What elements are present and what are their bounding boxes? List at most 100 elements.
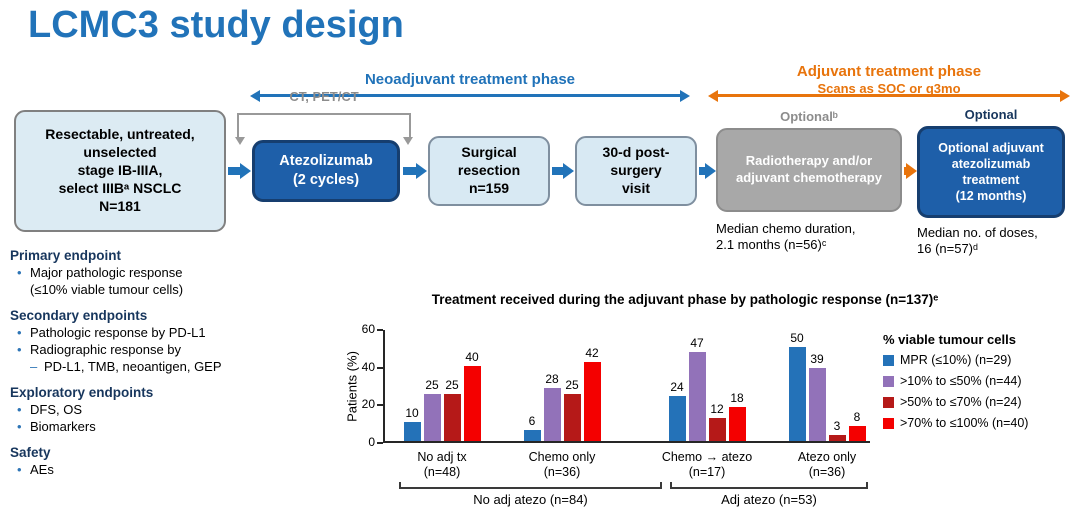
bar-value-label: 47 — [690, 336, 704, 351]
neoadjuvant-phase-arrow — [260, 94, 680, 97]
bar-value-label: 42 — [585, 345, 599, 360]
endpoint-heading: Exploratory endpoints — [10, 385, 154, 400]
flow-arrow-5-icon — [904, 163, 917, 179]
endpoint-bullet: • Pathologic response by PD-L1 — [10, 324, 338, 341]
bar-value-label: 25 — [565, 377, 579, 392]
endpoint-text: Pathologic response by PD-L1 — [30, 325, 206, 340]
endpoint-text: Major pathologic response — [30, 265, 183, 280]
endpoint-bullet: • DFS, OS — [10, 401, 338, 418]
y-tick-label: 40 — [361, 359, 375, 374]
bullet-icon: • — [17, 419, 22, 434]
dash-icon: – — [30, 359, 38, 374]
group-bracket-icon — [670, 482, 868, 489]
legend-swatch-icon — [883, 396, 894, 408]
bar-value-label: 40 — [465, 349, 479, 364]
bar — [828, 435, 846, 441]
legend-title: % viable tumour cells — [883, 332, 1016, 347]
bar — [708, 418, 726, 441]
optional-atezolizumab-label: Optional — [964, 107, 1018, 122]
y-tick-label: 20 — [361, 397, 375, 412]
chart-legend: % viable tumour cells MPR (≤10%) (n=29) >… — [883, 332, 1080, 437]
legend-label: >70% to ≤100% (n=40) — [900, 416, 1029, 430]
group-bracket-label: No adj atezo (n=84) — [473, 492, 588, 507]
flow-box-adjuvant-atezolizumab: Optional adjuvant atezolizumab treatment… — [917, 126, 1065, 218]
endpoints-list: Primary endpoint•Major pathologic respon… — [10, 247, 338, 478]
bar — [563, 393, 581, 441]
bullet-icon: • — [17, 402, 22, 417]
bar-value-label: 12 — [710, 402, 724, 417]
bar — [788, 346, 806, 441]
legend-entry: MPR (≤10%) (n=29) — [883, 353, 1080, 367]
bar — [583, 361, 601, 441]
y-tick-label: 0 — [368, 435, 375, 449]
bar — [728, 407, 746, 441]
legend-swatch-icon — [883, 354, 894, 366]
bar-value-label: 10 — [405, 406, 419, 421]
endpoint-text: AEs — [30, 462, 54, 477]
endpoint-heading: Safety — [10, 445, 51, 460]
bar — [403, 422, 421, 441]
adjuvant-phase-label: Adjuvant treatment phase — [796, 63, 982, 80]
endpoint-text: DFS, OS — [30, 402, 83, 417]
endpoint-bullet: • Radiographic response by — [10, 341, 338, 358]
bar-value-label: 18 — [730, 391, 744, 406]
bar — [423, 393, 441, 441]
bar-value-label: 50 — [790, 330, 804, 345]
endpoint-bullet: •Major pathologic response — [10, 264, 338, 281]
page-title: LCMC3 study design — [28, 4, 404, 46]
adjuvant-treatment-chart: Treatment received during the adjuvant p… — [340, 290, 1080, 516]
y-tick-mark — [377, 442, 383, 444]
bar — [668, 395, 686, 441]
bar — [848, 425, 866, 441]
x-category-label: Atezo only (n=36) — [797, 450, 857, 479]
median-doses-note: Median no. of doses, 16 (n=57)ᵈ — [917, 225, 1038, 256]
x-category-label: Chemo → atezo (n=17) — [661, 450, 753, 479]
ct-scan-bracket-icon — [235, 113, 413, 145]
bar-value-label: 8 — [853, 409, 861, 424]
y-tick-mark — [377, 404, 383, 407]
y-tick-mark — [377, 366, 383, 369]
endpoint-heading: Secondary endpoints — [10, 308, 148, 323]
optional-radiotherapy-label: Optionalᵇ — [780, 109, 838, 124]
bullet-icon: • — [17, 462, 22, 477]
bar-value-label: 6 — [528, 413, 536, 428]
bar — [808, 367, 826, 441]
flow-box-post-surgery-visit: 30-d post- surgery visit — [575, 136, 697, 206]
legend-entry: >70% to ≤100% (n=40) — [883, 416, 1080, 430]
legend-swatch-icon — [883, 375, 894, 387]
endpoint-cont: (≤10% viable tumour cells) — [30, 282, 184, 297]
legend-entry: >50% to ≤70% (n=24) — [883, 395, 1080, 409]
x-category-label: Chemo only (n=36) — [528, 450, 596, 479]
legend-label: MPR (≤10%) (n=29) — [900, 353, 1012, 367]
bar-value-label: 25 — [425, 377, 439, 392]
flow-box-surgical-resection: Surgical resection n=159 — [428, 136, 550, 206]
bar — [443, 393, 461, 441]
group-bracket-icon — [399, 482, 662, 489]
y-tick-mark — [377, 329, 383, 331]
flow-arrow-1-icon — [228, 163, 251, 179]
flow-arrow-3-icon — [552, 163, 574, 179]
ct-petct-label: CT, PET/CT — [289, 89, 359, 104]
adjuvant-phase-arrow — [718, 94, 1060, 97]
bullet-icon: • — [17, 325, 22, 340]
y-axis-label: Patients (%) — [344, 351, 360, 422]
bar — [688, 352, 706, 441]
flow-arrow-4-icon — [699, 163, 716, 179]
adjuvant-scans-label: Scans as SOC or q3mo — [817, 81, 961, 96]
endpoint-text: Biomarkers — [30, 419, 96, 434]
legend-label: >50% to ≤70% (n=24) — [900, 395, 1022, 409]
bullet-icon: • — [17, 342, 22, 357]
bar-value-label: 39 — [810, 351, 824, 366]
neoadjuvant-phase-label: Neoadjuvant treatment phase — [364, 71, 576, 88]
flow-arrow-2-icon — [403, 163, 427, 179]
legend-label: >10% to ≤50% (n=44) — [900, 374, 1022, 388]
median-chemo-duration-note: Median chemo duration, 2.1 months (n=56)… — [716, 221, 856, 252]
group-bracket-label: Adj atezo (n=53) — [721, 492, 817, 507]
endpoint-text: Radiographic response by — [30, 342, 182, 357]
legend-entries: MPR (≤10%) (n=29) >10% to ≤50% (n=44) >50%… — [883, 353, 1080, 430]
bar-value-label: 3 — [833, 419, 841, 434]
y-tick-label: 60 — [361, 322, 375, 336]
endpoint-text: PD-L1, TMB, neoantigen, GEP — [44, 359, 222, 374]
bar — [523, 429, 541, 441]
